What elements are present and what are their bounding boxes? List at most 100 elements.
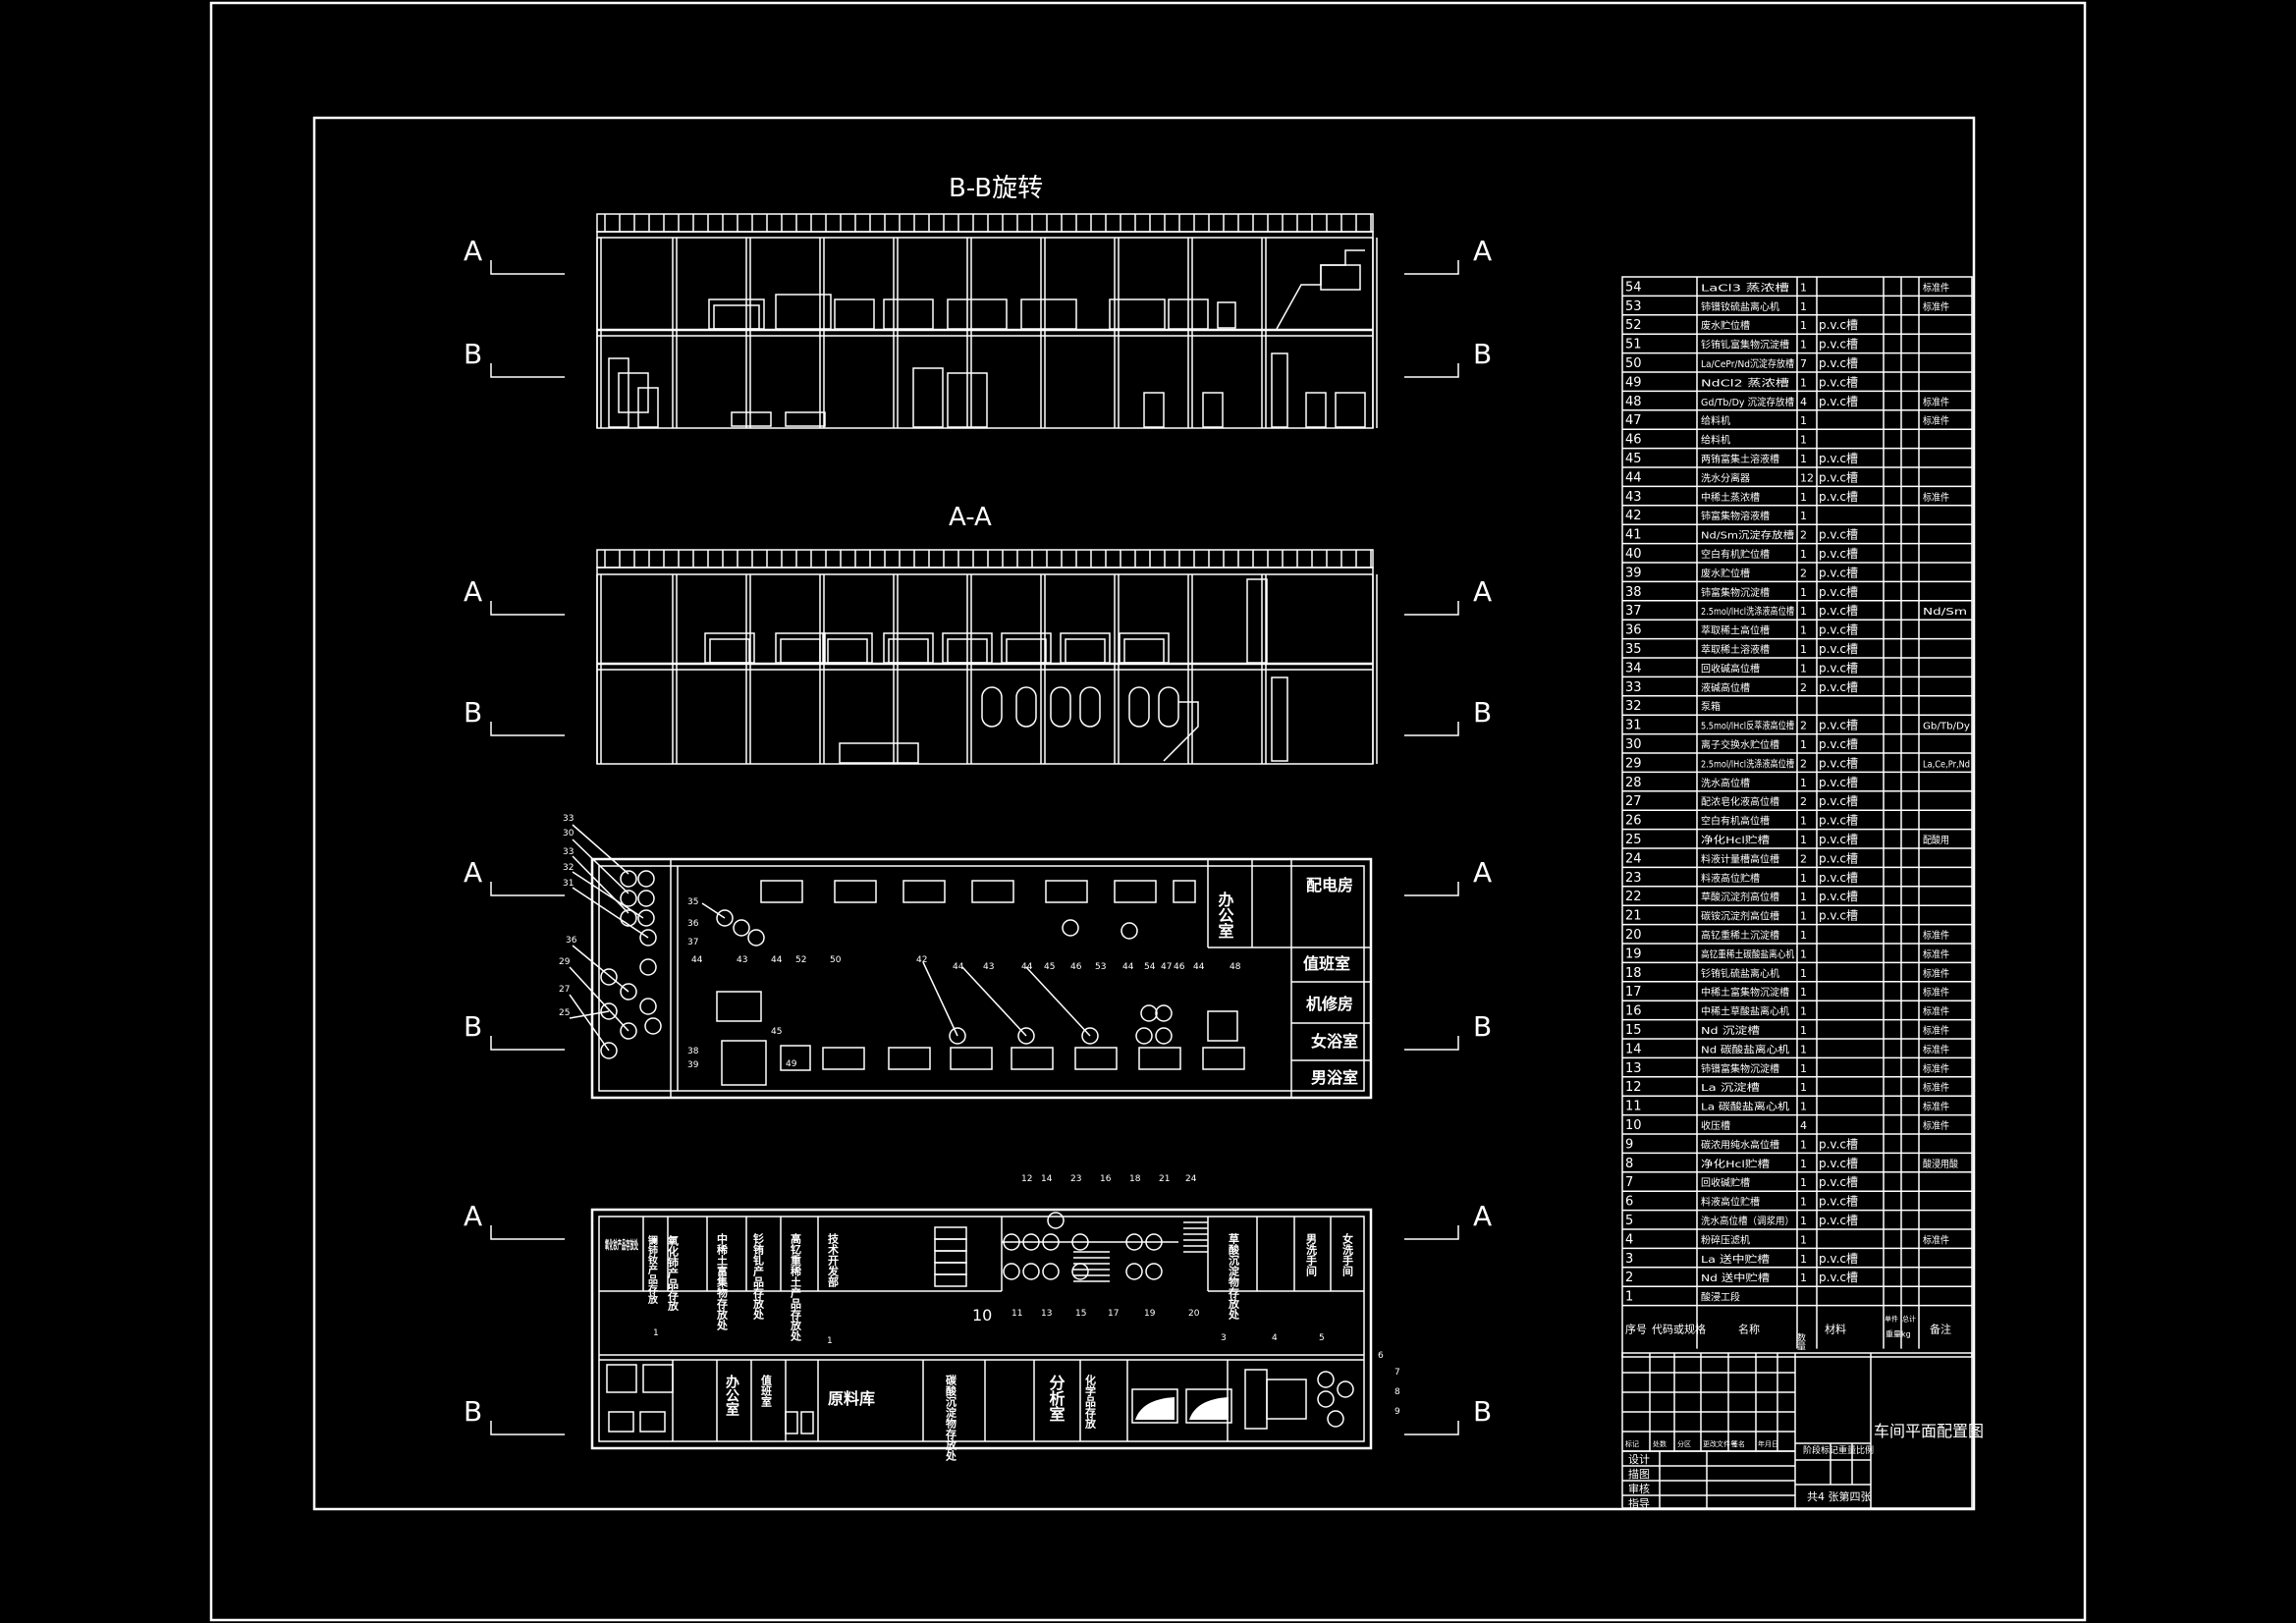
tb-role: 指导 (1628, 1496, 1650, 1510)
parts-qty: 2 (1800, 795, 1807, 808)
parts-qty: 1 (1800, 1158, 1807, 1170)
parts-name: 料液高位贮槽 (1701, 1196, 1760, 1209)
parts-material: p.v.c槽 (1819, 470, 1858, 484)
parts-no: 27 (1625, 794, 1642, 809)
parts-material: p.v.c槽 (1819, 395, 1858, 408)
gf-callout-label: 21 (1159, 1174, 1170, 1184)
parts-name: 废水贮位槽 (1701, 319, 1750, 332)
parts-qty: 1 (1800, 339, 1807, 352)
gf-callout-label: 19 (1144, 1309, 1156, 1319)
gf-room-15: 分析室 (1047, 1375, 1066, 1422)
parts-material: p.v.c槽 (1819, 528, 1858, 542)
parts-no: 33 (1625, 680, 1642, 695)
equipment-circle (637, 909, 655, 927)
parts-note: 标准件 (1923, 1063, 1949, 1075)
gf-callout-label: 9 (1394, 1407, 1400, 1417)
parts-no: 38 (1625, 585, 1642, 600)
gf-callout-label: 1 (827, 1336, 833, 1346)
parts-no: 16 (1625, 1004, 1642, 1019)
parts-name: 铈富集物沉淀槽 (1701, 586, 1770, 599)
parts-qty: 2 (1800, 567, 1807, 579)
view-title-bb: B-B旋转 (949, 174, 1043, 203)
parts-name: 钐铕钆富集物沉淀槽 (1701, 339, 1789, 352)
tank-rect (971, 880, 1014, 903)
parts-note: 标准件 (1923, 1234, 1949, 1246)
parts-name: 碳浓用纯水高位槽 (1701, 1138, 1779, 1151)
hdr-unit: 单件 (1885, 1315, 1898, 1324)
parts-material: p.v.c槽 (1819, 585, 1858, 599)
parts-material: p.v.c槽 (1819, 375, 1858, 389)
parts-material: p.v.c槽 (1819, 452, 1858, 465)
parts-name: 萃取稀土溶液槽 (1701, 643, 1770, 656)
hdr-note: 备注 (1930, 1323, 1951, 1336)
gf-callout-label: 20 (1188, 1309, 1200, 1319)
aa-equipment (822, 632, 873, 664)
parts-qty: 2 (1800, 681, 1807, 694)
parts-name: 2.5mol/lHcl洗涤液高位槽 (1701, 757, 1794, 770)
parts-no: 48 (1625, 395, 1642, 409)
parts-name: NdCl2 蒸浓槽 (1701, 376, 1789, 389)
equipment-circle (639, 998, 657, 1015)
parts-qty: 1 (1800, 1043, 1807, 1055)
gf-callout-label: 24 (1185, 1174, 1197, 1184)
callout-label: 44 (1122, 962, 1134, 972)
gf-room-5: 钐铕钆产品存放处 (752, 1232, 766, 1321)
parts-no: 45 (1625, 452, 1642, 466)
stage-label: 阶段标记 (1803, 1444, 1838, 1456)
parts-name: 配浓皂化液高位槽 (1701, 795, 1779, 808)
parts-no: 20 (1625, 928, 1642, 943)
parts-name: 中稀土草酸盐离心机 (1701, 1005, 1789, 1018)
weight-label: 重量 (1838, 1444, 1856, 1456)
parts-name: La 碳酸盐离心机 (1701, 1101, 1789, 1113)
gf-callout-label: 8 (1394, 1387, 1400, 1397)
cut-label-left: A (464, 575, 482, 608)
hdr-qty: 数量 (1795, 1332, 1806, 1351)
parts-qty: 1 (1800, 376, 1807, 389)
parts-qty: 1 (1800, 947, 1807, 960)
parts-material: p.v.c槽 (1819, 833, 1858, 846)
tank-rect (950, 1047, 993, 1070)
equipment-circle (600, 968, 618, 986)
parts-qty: 1 (1800, 777, 1807, 789)
parts-name: 洗水高位槽（调浆用） (1701, 1215, 1794, 1227)
parts-no: 47 (1625, 413, 1642, 428)
tb-role: 审核 (1628, 1482, 1650, 1495)
room-power: 配电房 (1306, 876, 1353, 894)
gf-equipment-circle (1145, 1263, 1163, 1280)
callout-label: 27 (559, 985, 570, 995)
parts-qty: 1 (1800, 319, 1807, 332)
gf-callout-label: 1 (653, 1328, 659, 1338)
parts-name: 空白有机高位槽 (1701, 815, 1770, 828)
parts-no: 44 (1625, 470, 1642, 485)
parts-no: 1 (1625, 1290, 1633, 1305)
parts-no: 14 (1625, 1042, 1642, 1056)
parts-no: 36 (1625, 623, 1642, 638)
parts-note: 标准件 (1923, 1025, 1949, 1037)
parts-material: p.v.c槽 (1819, 909, 1858, 923)
callout-label: 35 (687, 897, 698, 907)
equipment-circle (1140, 1004, 1158, 1022)
callout-label: 44 (691, 955, 703, 965)
gf-callout-label: 4 (1272, 1333, 1278, 1343)
parts-material: p.v.c槽 (1819, 756, 1858, 770)
parts-name: Nd 碳酸盐离心机 (1701, 1043, 1789, 1055)
parts-note: Gb/Tb/Dy (1923, 722, 1970, 732)
gf-callout-label: 7 (1394, 1368, 1400, 1378)
parts-no: 35 (1625, 642, 1642, 657)
parts-material: p.v.c槽 (1819, 1271, 1858, 1284)
gf-callout-label: 23 (1070, 1174, 1081, 1184)
parts-name: 钐铕钆硫盐离心机 (1701, 967, 1779, 980)
parts-material: p.v.c槽 (1819, 871, 1858, 885)
callout-label: 45 (771, 1027, 782, 1037)
parts-material: p.v.c槽 (1819, 318, 1858, 332)
tb-row-label: 处数 (1653, 1439, 1667, 1448)
parts-name: 铈镨钕硫盐离心机 (1701, 300, 1779, 313)
parts-no: 42 (1625, 509, 1642, 523)
parts-note: 标准件 (1923, 282, 1949, 294)
cut-label-right: B (1473, 338, 1492, 370)
floor-plan-ground: 氧化钕产品存放处 镧铈钕产品存放 氧化铈产品存放 中稀土富集物存放处 钐铕钆产品… (590, 1174, 1400, 1462)
parts-qty: 1 (1800, 414, 1807, 427)
equipment-circle (620, 909, 637, 927)
equipment-circle (639, 929, 657, 947)
parts-no: 13 (1625, 1061, 1642, 1076)
